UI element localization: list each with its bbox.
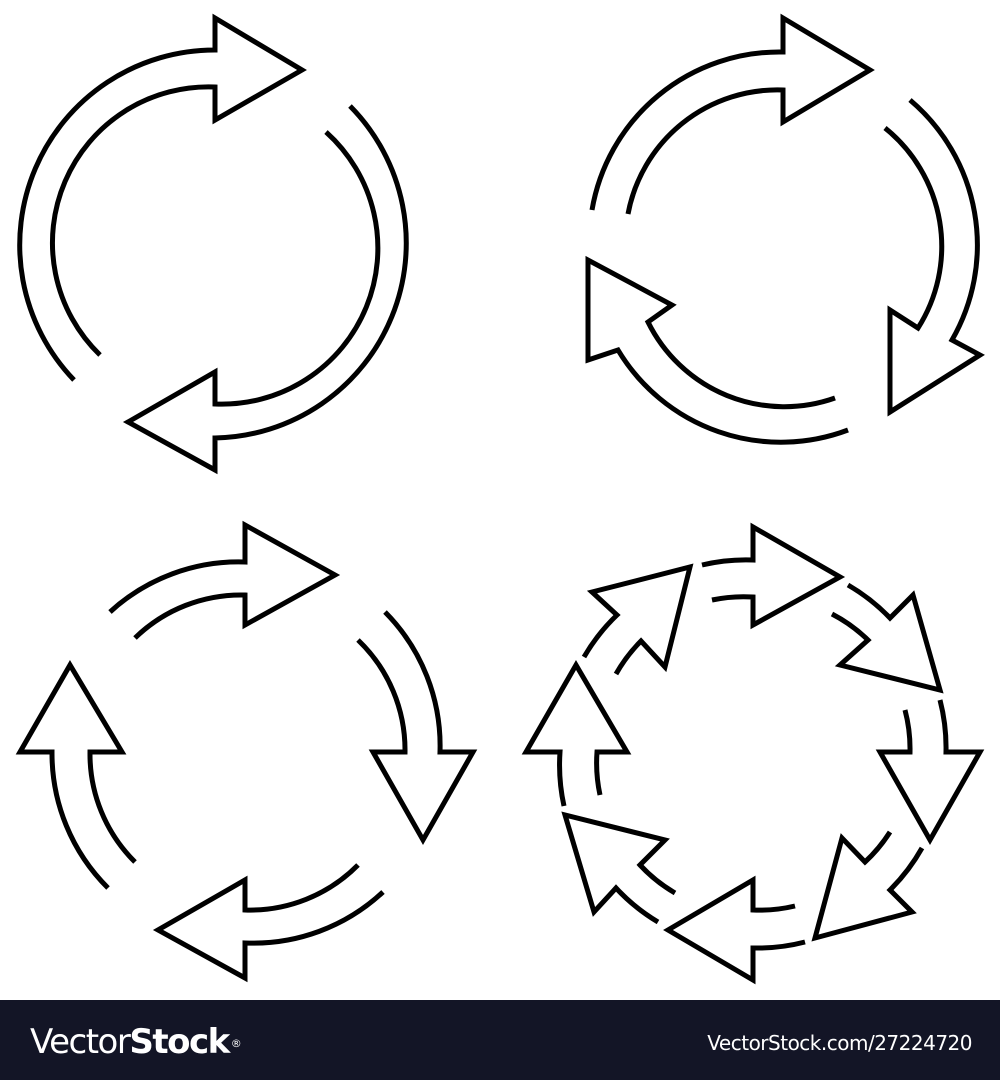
watermark-footer: VectorStock® VectorStock.com/27224720 [0,1000,1000,1080]
cycle-2-arrows-icon [17,13,409,475]
circular-arrows-artwork [15,13,985,985]
cycle-4-arrows-icon [15,520,478,983]
registered-mark: ® [230,1037,242,1050]
cycle-7-arrows-icon [521,522,985,985]
image-reference: VectorStock.com/27224720 [707,1031,972,1055]
cycle-3-arrows-icon [585,13,985,445]
brand-bold: Stock [129,1022,230,1062]
brand-light: Vector [30,1022,131,1062]
vectorstock-logo: VectorStock® [30,1022,242,1062]
